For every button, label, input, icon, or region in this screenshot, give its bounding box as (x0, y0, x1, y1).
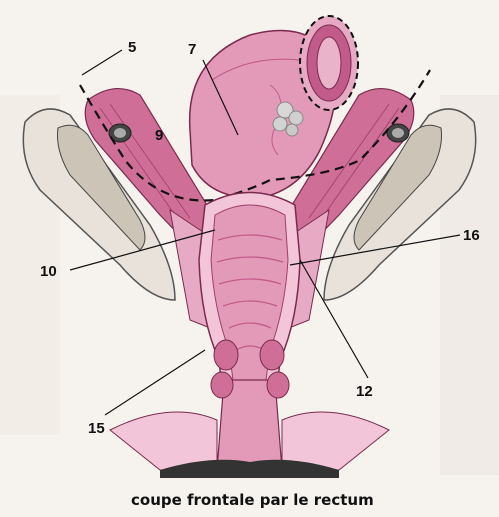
label-10: 10 (40, 263, 57, 280)
colon-cross-section (300, 16, 358, 110)
label-15: 15 (88, 420, 105, 437)
label-16: 16 (463, 227, 480, 244)
label-7: 7 (188, 41, 196, 58)
label-12: 12 (356, 383, 373, 400)
figure-caption: coupe frontale par le rectum (131, 491, 374, 509)
label-9: 9 (155, 127, 163, 144)
label-5: 5 (128, 39, 136, 56)
